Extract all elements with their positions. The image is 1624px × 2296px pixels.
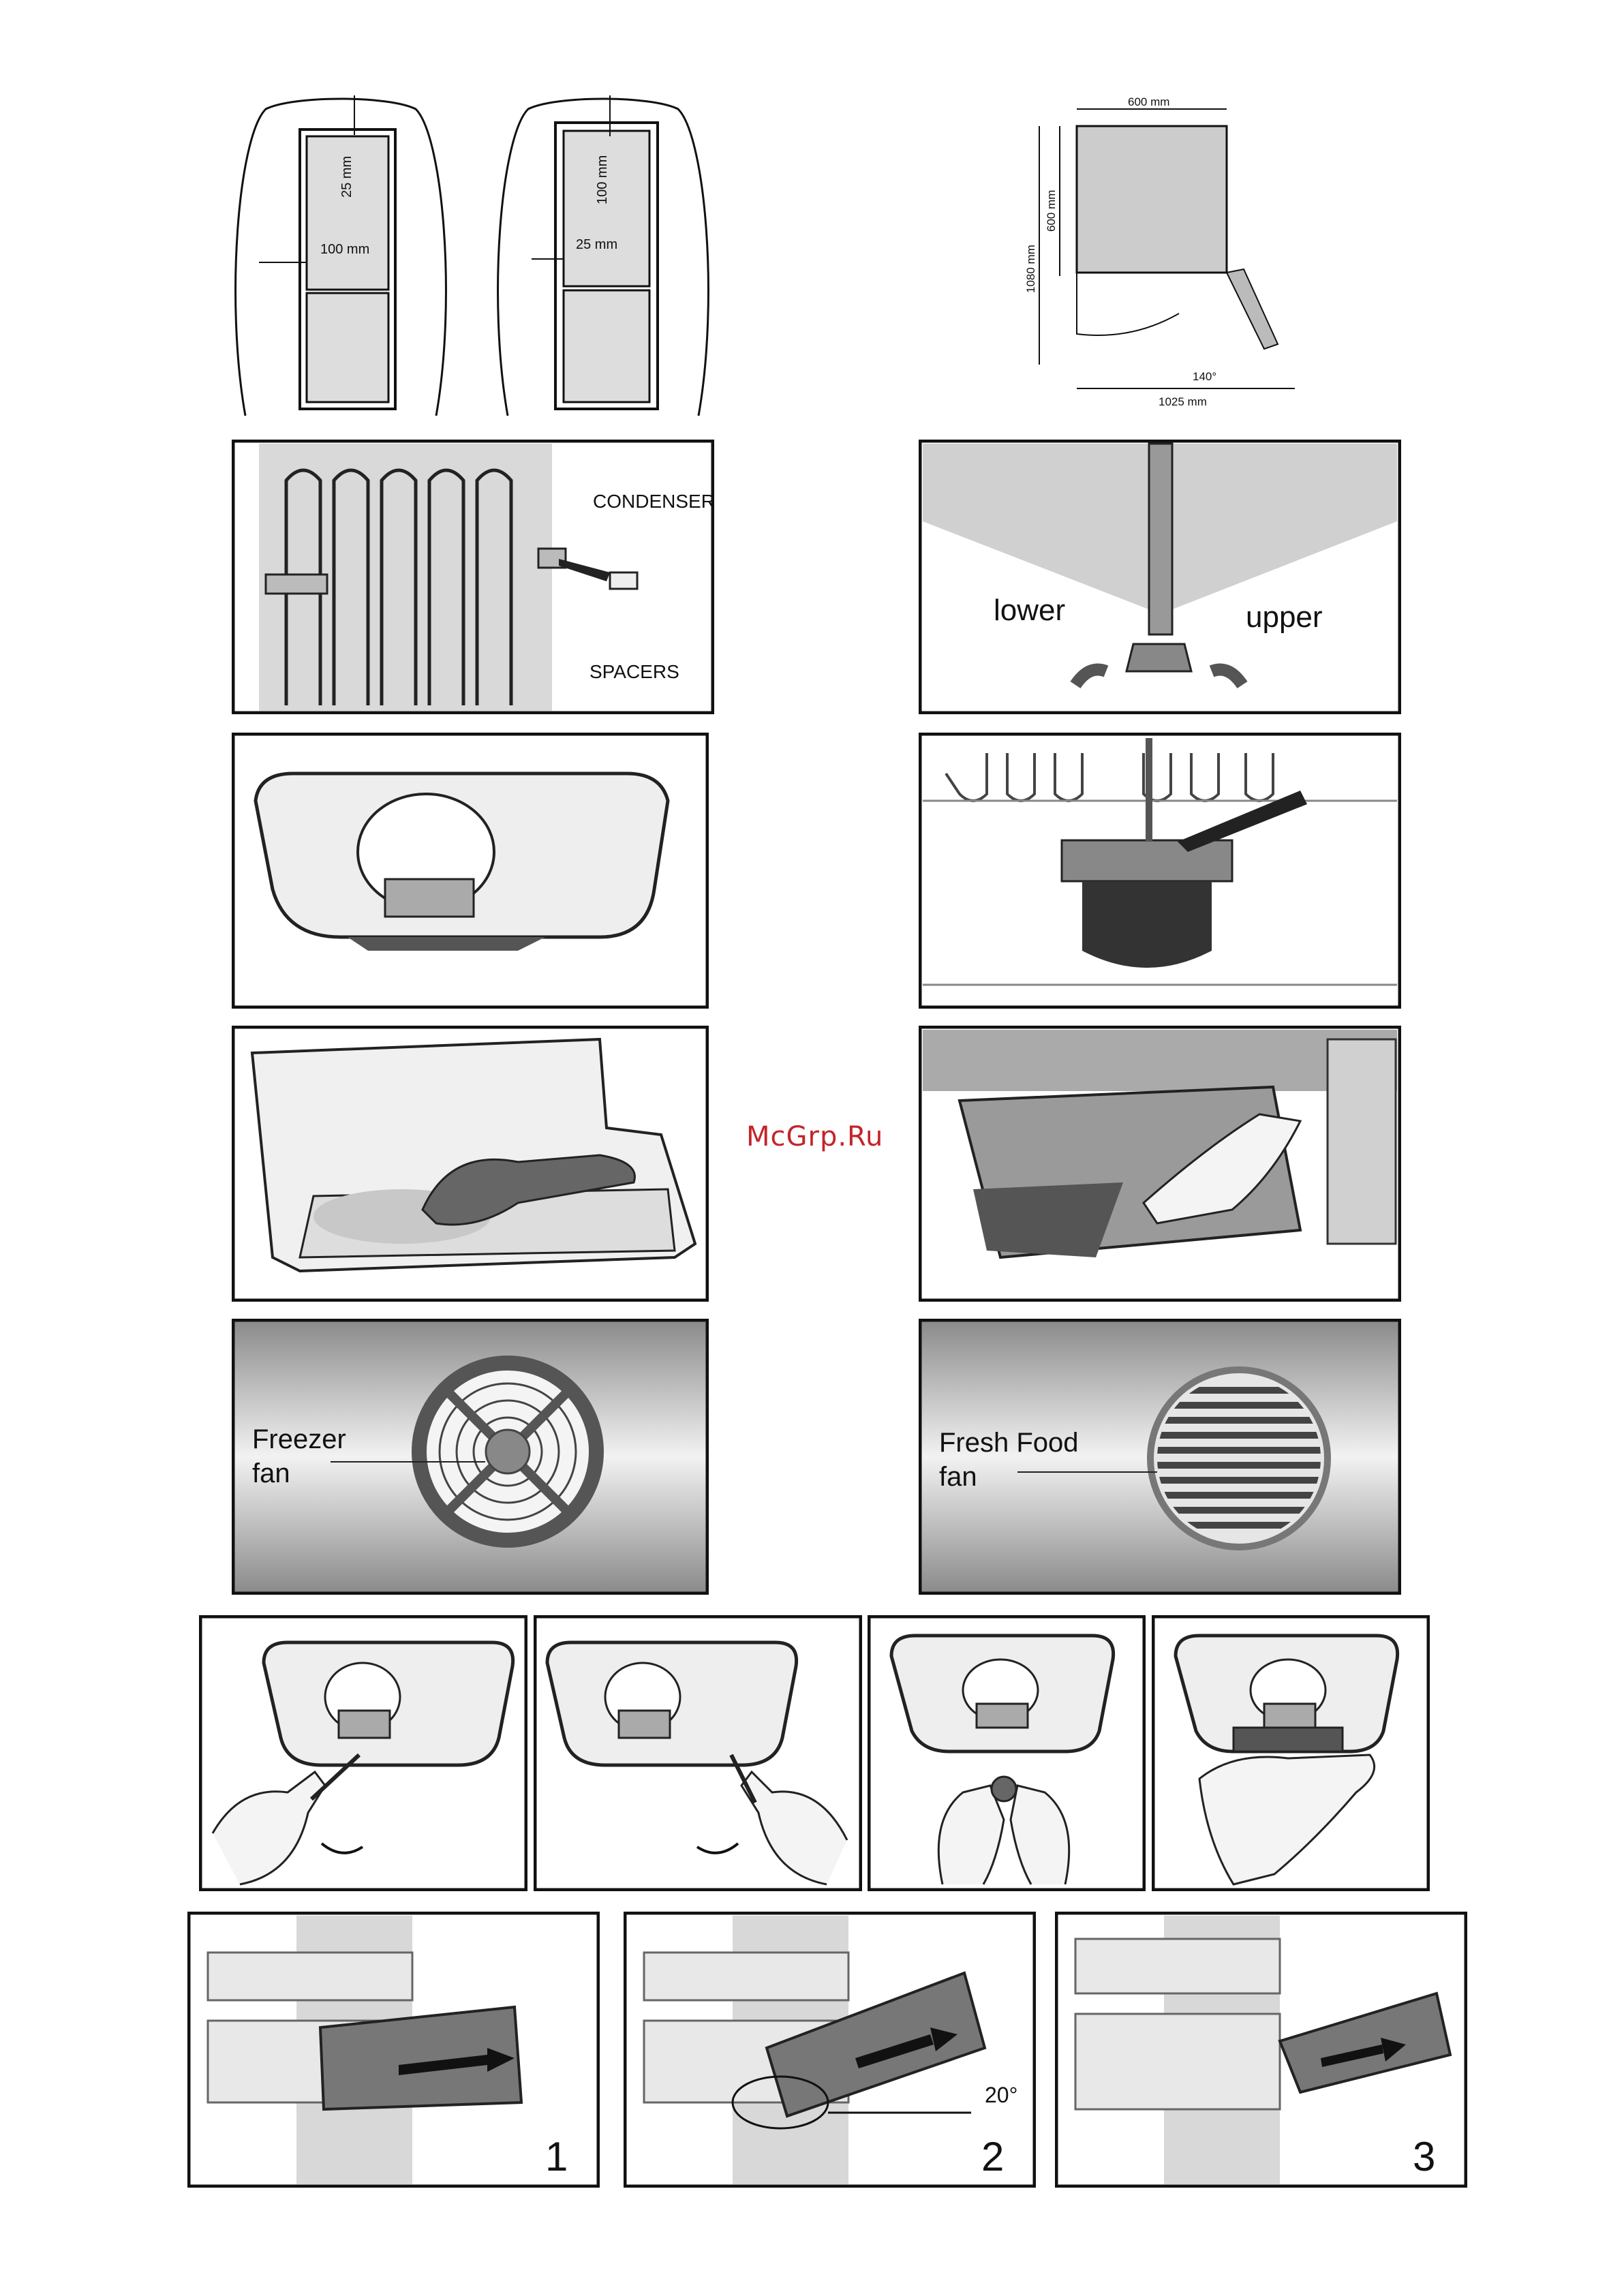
- condenser-panel: CONDENSER SPACERS: [232, 440, 714, 714]
- angle-label: 140°: [1193, 370, 1216, 383]
- freezer-fan-label-line2: fan: [252, 1458, 290, 1488]
- cover-removal-step-c: [868, 1615, 1146, 1891]
- open-depth-label: 1025 mm: [1159, 395, 1207, 408]
- wiping-panel: [232, 1026, 709, 1302]
- clearance-diagram-left: 25 mm 100 mm: [225, 95, 457, 423]
- cover-removal-step-d: [1152, 1615, 1430, 1891]
- watermark: McGrp.Ru: [746, 1121, 883, 1152]
- side-gap-label-left: 100 mm: [320, 242, 369, 257]
- top-gap-label-right: 100 mm: [595, 155, 610, 204]
- fresh-food-fan-panel: Fresh Food fan: [919, 1319, 1401, 1595]
- side-gap-label-right: 25 mm: [576, 237, 617, 252]
- freezer-fan-label-line1: Freezer: [252, 1424, 346, 1454]
- cover-removal-step-a: [199, 1615, 527, 1891]
- top-gap-label-left: 25 mm: [339, 156, 354, 198]
- drawer-step-3: 3: [1055, 1912, 1467, 2188]
- drawer-step-3-number: 3: [1413, 2134, 1435, 2179]
- leveling-feet-panel: lower upper: [919, 440, 1401, 714]
- fresh-food-fan-label-line1: Fresh Food: [939, 1428, 1079, 1458]
- spacers-label: SPACERS: [589, 661, 679, 682]
- cover-removal-step-b: [534, 1615, 862, 1891]
- lower-label: lower: [994, 594, 1065, 627]
- height-label: 1080 mm: [1024, 245, 1037, 293]
- freezer-fan-panel: Freezer fan: [232, 1319, 709, 1595]
- drawer-step-1: 1: [187, 1912, 600, 2188]
- fresh-food-fan-label-line2: fan: [939, 1462, 977, 1492]
- clearance-diagram-right: 100 mm 25 mm: [487, 95, 719, 423]
- compressor-panel: [919, 733, 1401, 1009]
- drawer-step-1-number: 1: [545, 2134, 568, 2179]
- fan-cover-panel: [232, 733, 709, 1009]
- dimensions-diagram: 600 mm 600 mm 1080 mm 140° 1025 mm: [1009, 95, 1308, 416]
- drawer-panel: [919, 1026, 1401, 1302]
- width-label: 600 mm: [1128, 95, 1169, 108]
- drawer-step-2-number: 2: [981, 2134, 1004, 2179]
- upper-label: upper: [1246, 600, 1323, 634]
- drawer-tilt-angle: 20°: [985, 2083, 1017, 2107]
- condenser-label: CONDENSER: [593, 491, 714, 512]
- drawer-step-2: 20° 2: [624, 1912, 1036, 2188]
- depth-label: 600 mm: [1045, 190, 1058, 232]
